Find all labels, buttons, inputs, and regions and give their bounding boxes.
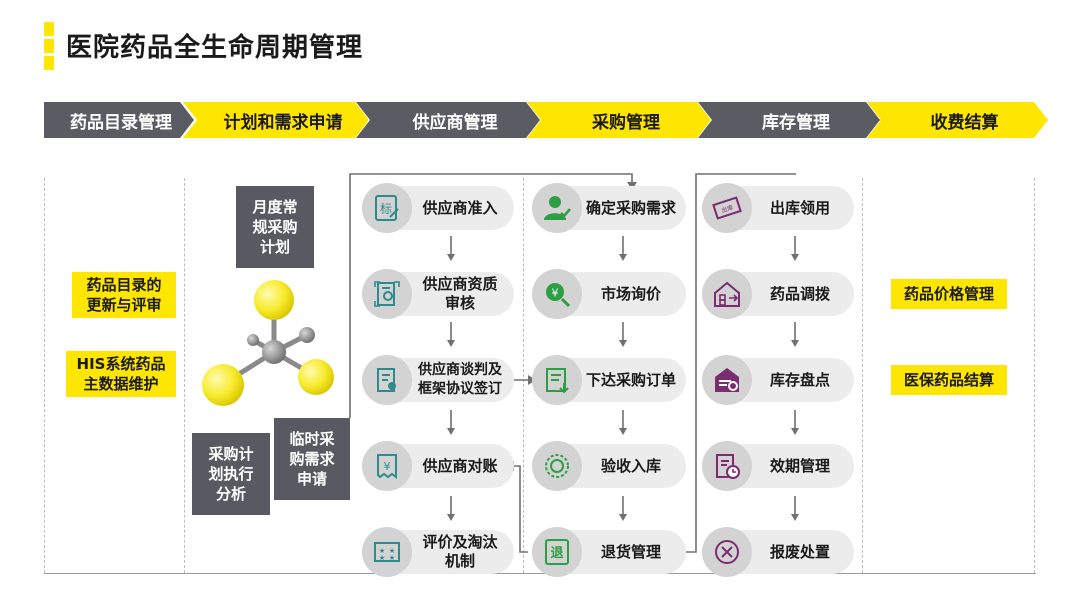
step-label: 出库领用 (769, 198, 830, 217)
return-char: 退 (550, 546, 563, 561)
step-label: 药品调拨 (769, 284, 830, 303)
expiry-clock-icon (702, 441, 752, 491)
step-expiry: 效期管理 (702, 441, 854, 491)
svg-text:★: ★ (389, 547, 395, 555)
yuan-search-icon: ¥ (532, 269, 582, 319)
seal-icon (532, 441, 582, 491)
stamp-icon: 标 (362, 183, 412, 233)
warehouse-search-icon (702, 355, 752, 405)
step-supplier-qualification: 供应商资质 审核 (362, 269, 514, 319)
step-issue-order: 下达采购订单 (532, 355, 686, 405)
step-determine-demand: 确定采购需求 (532, 183, 686, 233)
divider (44, 178, 45, 573)
phase-purchase: 采购管理 (527, 102, 711, 138)
step-transfer: 药品调拨 (702, 269, 854, 319)
step-label: 供应商对账 (422, 456, 498, 475)
catalog-update-box: 药品目录的 更新与评审 (72, 272, 176, 318)
svg-text:★: ★ (379, 554, 385, 562)
plan-analysis-box: 采购计 划执行 分析 (192, 433, 270, 515)
his-maintenance-box: HIS系统药品 主数据维护 (66, 351, 176, 397)
molecule-icon (202, 280, 334, 406)
step-supplier-negotiation: 供应商谈判及 框架协议签订 (362, 355, 514, 405)
user-check-icon (532, 183, 582, 233)
step-label: 退货管理 (600, 542, 661, 561)
step-label: 下达采购订单 (585, 370, 676, 389)
step-label: 验收入库 (600, 456, 661, 475)
warehouse-transfer-icon (702, 269, 752, 319)
monthly-plan-box: 月度常 规采购 计划 (236, 186, 314, 268)
phase-planning: 计划和需求申请 (183, 102, 369, 138)
divider (184, 178, 185, 573)
phase-inventory: 库存管理 (698, 102, 880, 138)
step-receiving: 验收入库 (532, 441, 686, 491)
step-label: 市场询价 (600, 284, 661, 303)
certificate-icon (362, 269, 412, 319)
step-label: 确定采购需求 (585, 198, 676, 217)
phase-settlement: 收费结算 (867, 102, 1048, 138)
discard-icon (702, 527, 752, 577)
rating-icon: ★★★★ (362, 527, 412, 577)
phase-supplier: 供应商管理 (356, 102, 540, 138)
step-return-management: 退 退货管理 (532, 527, 686, 577)
invoice-icon: ¥ (362, 441, 412, 491)
divider (862, 178, 863, 573)
stamp-text: 出库 (720, 203, 734, 214)
step-label: 供应商谈判及 框架协议签订 (418, 362, 502, 397)
step-label: 效期管理 (769, 456, 830, 475)
contract-icon (362, 355, 412, 405)
divider (523, 178, 524, 573)
bottom-rule (44, 573, 1036, 574)
order-icon (532, 355, 582, 405)
step-disposal: 报废处置 (702, 527, 854, 577)
svg-text:★: ★ (379, 547, 385, 555)
step-label: 评价及淘汰 机制 (422, 533, 498, 570)
temporary-demand-box: 临时采 购需求 申请 (274, 418, 350, 500)
divider (1034, 178, 1035, 573)
svg-text:¥: ¥ (384, 460, 391, 473)
title-accent (44, 22, 54, 70)
step-stocktaking: 库存盘点 (702, 355, 854, 405)
step-market-inquiry: ¥ 市场询价 (532, 269, 686, 319)
step-outbound: 出库 出库领用 (702, 183, 854, 233)
insurance-settlement-box: 医保药品结算 (891, 365, 1007, 395)
return-icon: 退 (532, 527, 582, 577)
price-management-box: 药品价格管理 (891, 279, 1007, 309)
step-label: 供应商资质 审核 (422, 275, 498, 312)
step-label: 供应商准入 (422, 198, 498, 217)
page-title: 医院药品全生命周期管理 (66, 33, 364, 63)
svg-text:¥: ¥ (552, 287, 559, 300)
svg-text:★: ★ (389, 554, 395, 562)
step-supplier-evaluation: ★★★★ 评价及淘汰 机制 (362, 527, 514, 577)
ticket-stamp-icon: 出库 (702, 183, 752, 233)
stamp-char: 标 (380, 202, 392, 216)
step-label: 报废处置 (769, 542, 830, 561)
phase-catalog: 药品目录管理 (44, 102, 194, 138)
step-label: 库存盘点 (769, 370, 830, 389)
step-supplier-reconciliation: ¥ 供应商对账 (362, 441, 514, 491)
step-supplier-admission: 标 供应商准入 (362, 183, 514, 233)
